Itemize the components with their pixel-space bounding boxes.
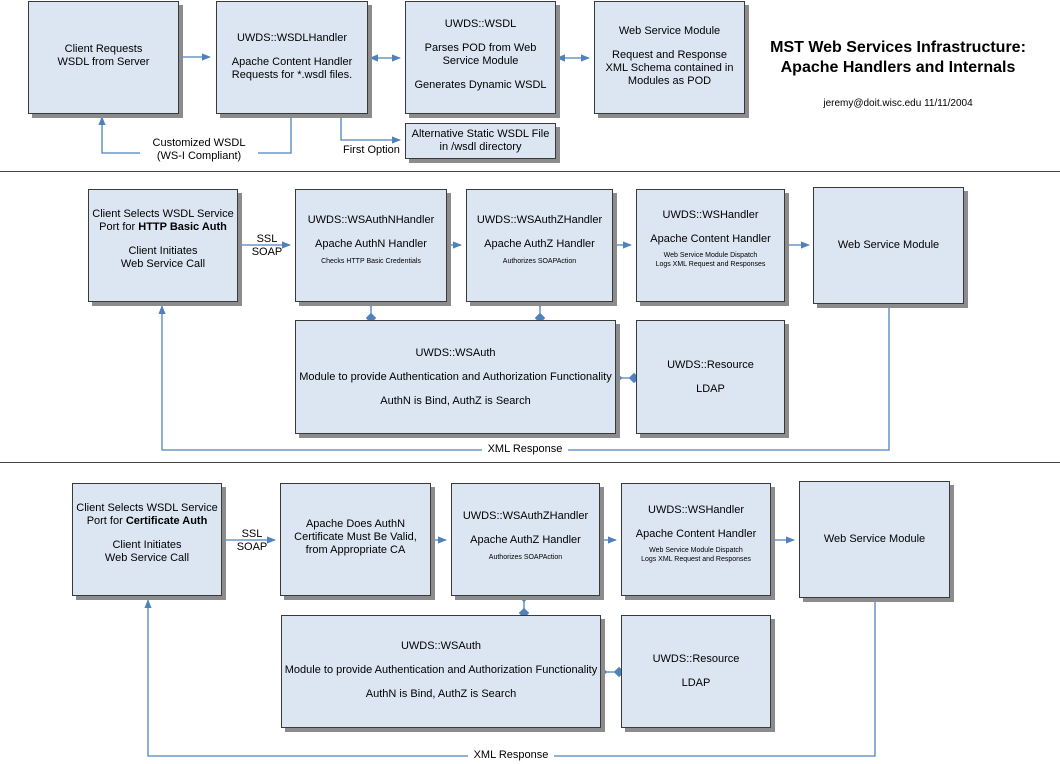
customized-wsdl-text: (WS-I Compliant) — [156, 150, 242, 162]
authz-handler-note: Authorizes SOAPAction — [488, 554, 563, 561]
wsauth-box-3: UWDS::WSAuth Module to provide Authentic… — [281, 615, 601, 728]
customized-wsdl-text: Customized WSDL — [152, 137, 246, 149]
resource-text: LDAP — [696, 383, 725, 395]
wsauth-box: UWDS::WSAuth Module to provide Authentic… — [295, 320, 616, 434]
wsdl-handler-text: Apache Content Handler — [231, 56, 353, 68]
apache-authn-box: Apache Does AuthN Certificate Must Be Va… — [280, 483, 431, 596]
wsdl-text: Service Module — [442, 55, 519, 67]
resource-text: LDAP — [681, 677, 711, 689]
static-wsdl-text: Alternative Static WSDL File — [411, 128, 550, 140]
client-text-prefix: Port for — [99, 221, 139, 233]
ws-module-box-2: Web Service Module — [813, 187, 964, 304]
ws-handler-note: Logs XML Request and Responses — [641, 556, 751, 563]
ws-module-name: Web Service Module — [618, 25, 721, 37]
client-text: Client Initiates — [128, 245, 198, 257]
soap-text: SOAP — [236, 541, 268, 553]
static-wsdl-text: in /wsdl directory — [439, 141, 522, 153]
static-wsdl-box: Alternative Static WSDL File in /wsdl di… — [405, 123, 556, 159]
client-text: Web Service Call — [104, 552, 190, 564]
wsdl-handler-box: UWDS::WSDLHandler Apache Content Handler… — [216, 1, 368, 114]
title-line: MST Web Services Infrastructure: — [770, 39, 1026, 56]
wsdl-handler-text: Requests for *.wsdl files. — [231, 69, 353, 81]
client-text: Client Selects WSDL Service — [76, 502, 218, 514]
resource-name: UWDS::Resource — [652, 653, 740, 665]
ws-module-text: Request and Response — [612, 49, 727, 61]
section-divider — [0, 462, 1060, 463]
client-text-prefix: Port for — [86, 515, 126, 527]
client-basic-auth-box: Client Selects WSDL Service Port for HTT… — [88, 189, 238, 302]
resource-name: UWDS::Resource — [667, 359, 754, 371]
client-text: Port for HTTP Basic Auth — [89, 221, 237, 234]
authz-handler-name: UWDS::WSAuthZHandler — [462, 510, 589, 522]
ws-handler-text: Apache Content Handler — [650, 233, 771, 245]
wsauth-name: UWDS::WSAuth — [400, 640, 482, 652]
wsauth-name: UWDS::WSAuth — [415, 347, 496, 359]
wsauth-text: AuthN is Bind, AuthZ is Search — [380, 395, 531, 407]
ssl-soap-label: SSL SOAP — [248, 233, 286, 259]
client-text: Web Service Call — [120, 258, 206, 270]
ws-handler-note: Web Service Module Dispatch — [649, 547, 743, 554]
authz-handler-text: Apache AuthZ Handler — [470, 534, 581, 546]
resource-box-3: UWDS::Resource LDAP — [621, 615, 771, 728]
wsauth-text: Module to provide Authentication and Aut… — [299, 371, 612, 383]
client-auth-type: HTTP Basic Auth — [138, 221, 227, 233]
ws-module-text: Modules as POD — [627, 75, 712, 87]
ws-module-box-3: Web Service Module — [799, 481, 950, 598]
authn-handler-name: UWDS::WSAuthNHandler — [307, 214, 435, 226]
client-text: Client Initiates — [112, 539, 182, 551]
authn-handler-text: Apache AuthN Handler — [315, 238, 427, 250]
resource-box: UWDS::Resource LDAP — [636, 320, 785, 434]
authz-handler-note: Authorizes SOAPAction — [502, 258, 577, 265]
ssl-text: SSL — [256, 233, 278, 245]
apache-authn-text: Certificate Must Be Valid, — [294, 531, 417, 543]
first-option-label: First Option — [343, 144, 400, 156]
authn-handler-note: Checks HTTP Basic Credentials — [321, 258, 421, 265]
wsdl-handler-name: UWDS::WSDLHandler — [236, 32, 348, 44]
wsdl-text: Parses POD from Web — [424, 42, 537, 54]
ws-handler-text: Apache Content Handler — [635, 528, 757, 540]
wsauth-text: AuthN is Bind, AuthZ is Search — [365, 688, 517, 700]
authn-handler-box: UWDS::WSAuthNHandler Apache AuthN Handle… — [295, 189, 447, 302]
title-line: Apache Handlers and Internals — [780, 59, 1016, 76]
section-divider — [0, 171, 1060, 172]
ws-handler-name: UWDS::WSHandler — [648, 504, 744, 516]
ws-handler-note: Logs XML Request and Responses — [655, 261, 766, 268]
authz-handler-name: UWDS::WSAuthZHandler — [476, 214, 603, 226]
client-requests-text: WSDL from Server — [57, 56, 150, 68]
authz-handler-text: Apache AuthZ Handler — [484, 238, 595, 250]
xml-response-label: XML Response — [482, 443, 568, 456]
client-auth-type: Certificate Auth — [125, 515, 208, 527]
client-text: Port for Certificate Auth — [73, 515, 221, 528]
client-text: Client Selects WSDL Service — [92, 208, 234, 220]
ws-handler-box: UWDS::WSHandler Apache Content Handler W… — [636, 189, 785, 302]
authz-handler-box-3: UWDS::WSAuthZHandler Apache AuthZ Handle… — [451, 483, 600, 596]
wsauth-text: Module to provide Authentication and Aut… — [284, 664, 598, 676]
wsdl-name: UWDS::WSDL — [444, 18, 517, 30]
apache-authn-text: Apache Does AuthN — [305, 518, 406, 530]
apache-authn-text: from Appropriate CA — [305, 544, 406, 556]
ws-module-text: XML Schema contained in — [605, 62, 734, 74]
ws-handler-note: Web Service Module Dispatch — [663, 252, 758, 259]
ssl-text: SSL — [241, 528, 263, 540]
xml-response-label: XML Response — [468, 749, 554, 762]
ws-handler-box-3: UWDS::WSHandler Apache Content Handler W… — [621, 483, 771, 596]
client-cert-auth-box: Client Selects WSDL Service Port for Cer… — [72, 483, 222, 596]
arrow-first-option — [340, 115, 401, 144]
ws-module-box-1: Web Service Module Request and Response … — [594, 1, 745, 114]
diagram-title: MST Web Services Infrastructure: Apache … — [758, 38, 1038, 78]
authz-handler-box: UWDS::WSAuthZHandler Apache AuthZ Handle… — [466, 189, 613, 302]
client-requests-text: Client Requests — [64, 43, 143, 55]
wsdl-text: Generates Dynamic WSDL — [414, 79, 547, 91]
author-date: jeremy@doit.wisc.edu 11/11/2004 — [823, 98, 973, 109]
client-requests-box: Client Requests WSDL from Server — [28, 1, 179, 114]
ws-module-name: Web Service Module — [837, 239, 940, 251]
ws-module-name: Web Service Module — [823, 533, 926, 545]
ssl-soap-label: SSL SOAP — [233, 528, 271, 554]
ws-handler-name: UWDS::WSHandler — [662, 209, 759, 221]
wsdl-box: UWDS::WSDL Parses POD from Web Service M… — [405, 1, 556, 114]
customized-wsdl-label: Customized WSDL (WS-I Compliant) — [140, 137, 258, 163]
soap-text: SOAP — [251, 246, 283, 258]
